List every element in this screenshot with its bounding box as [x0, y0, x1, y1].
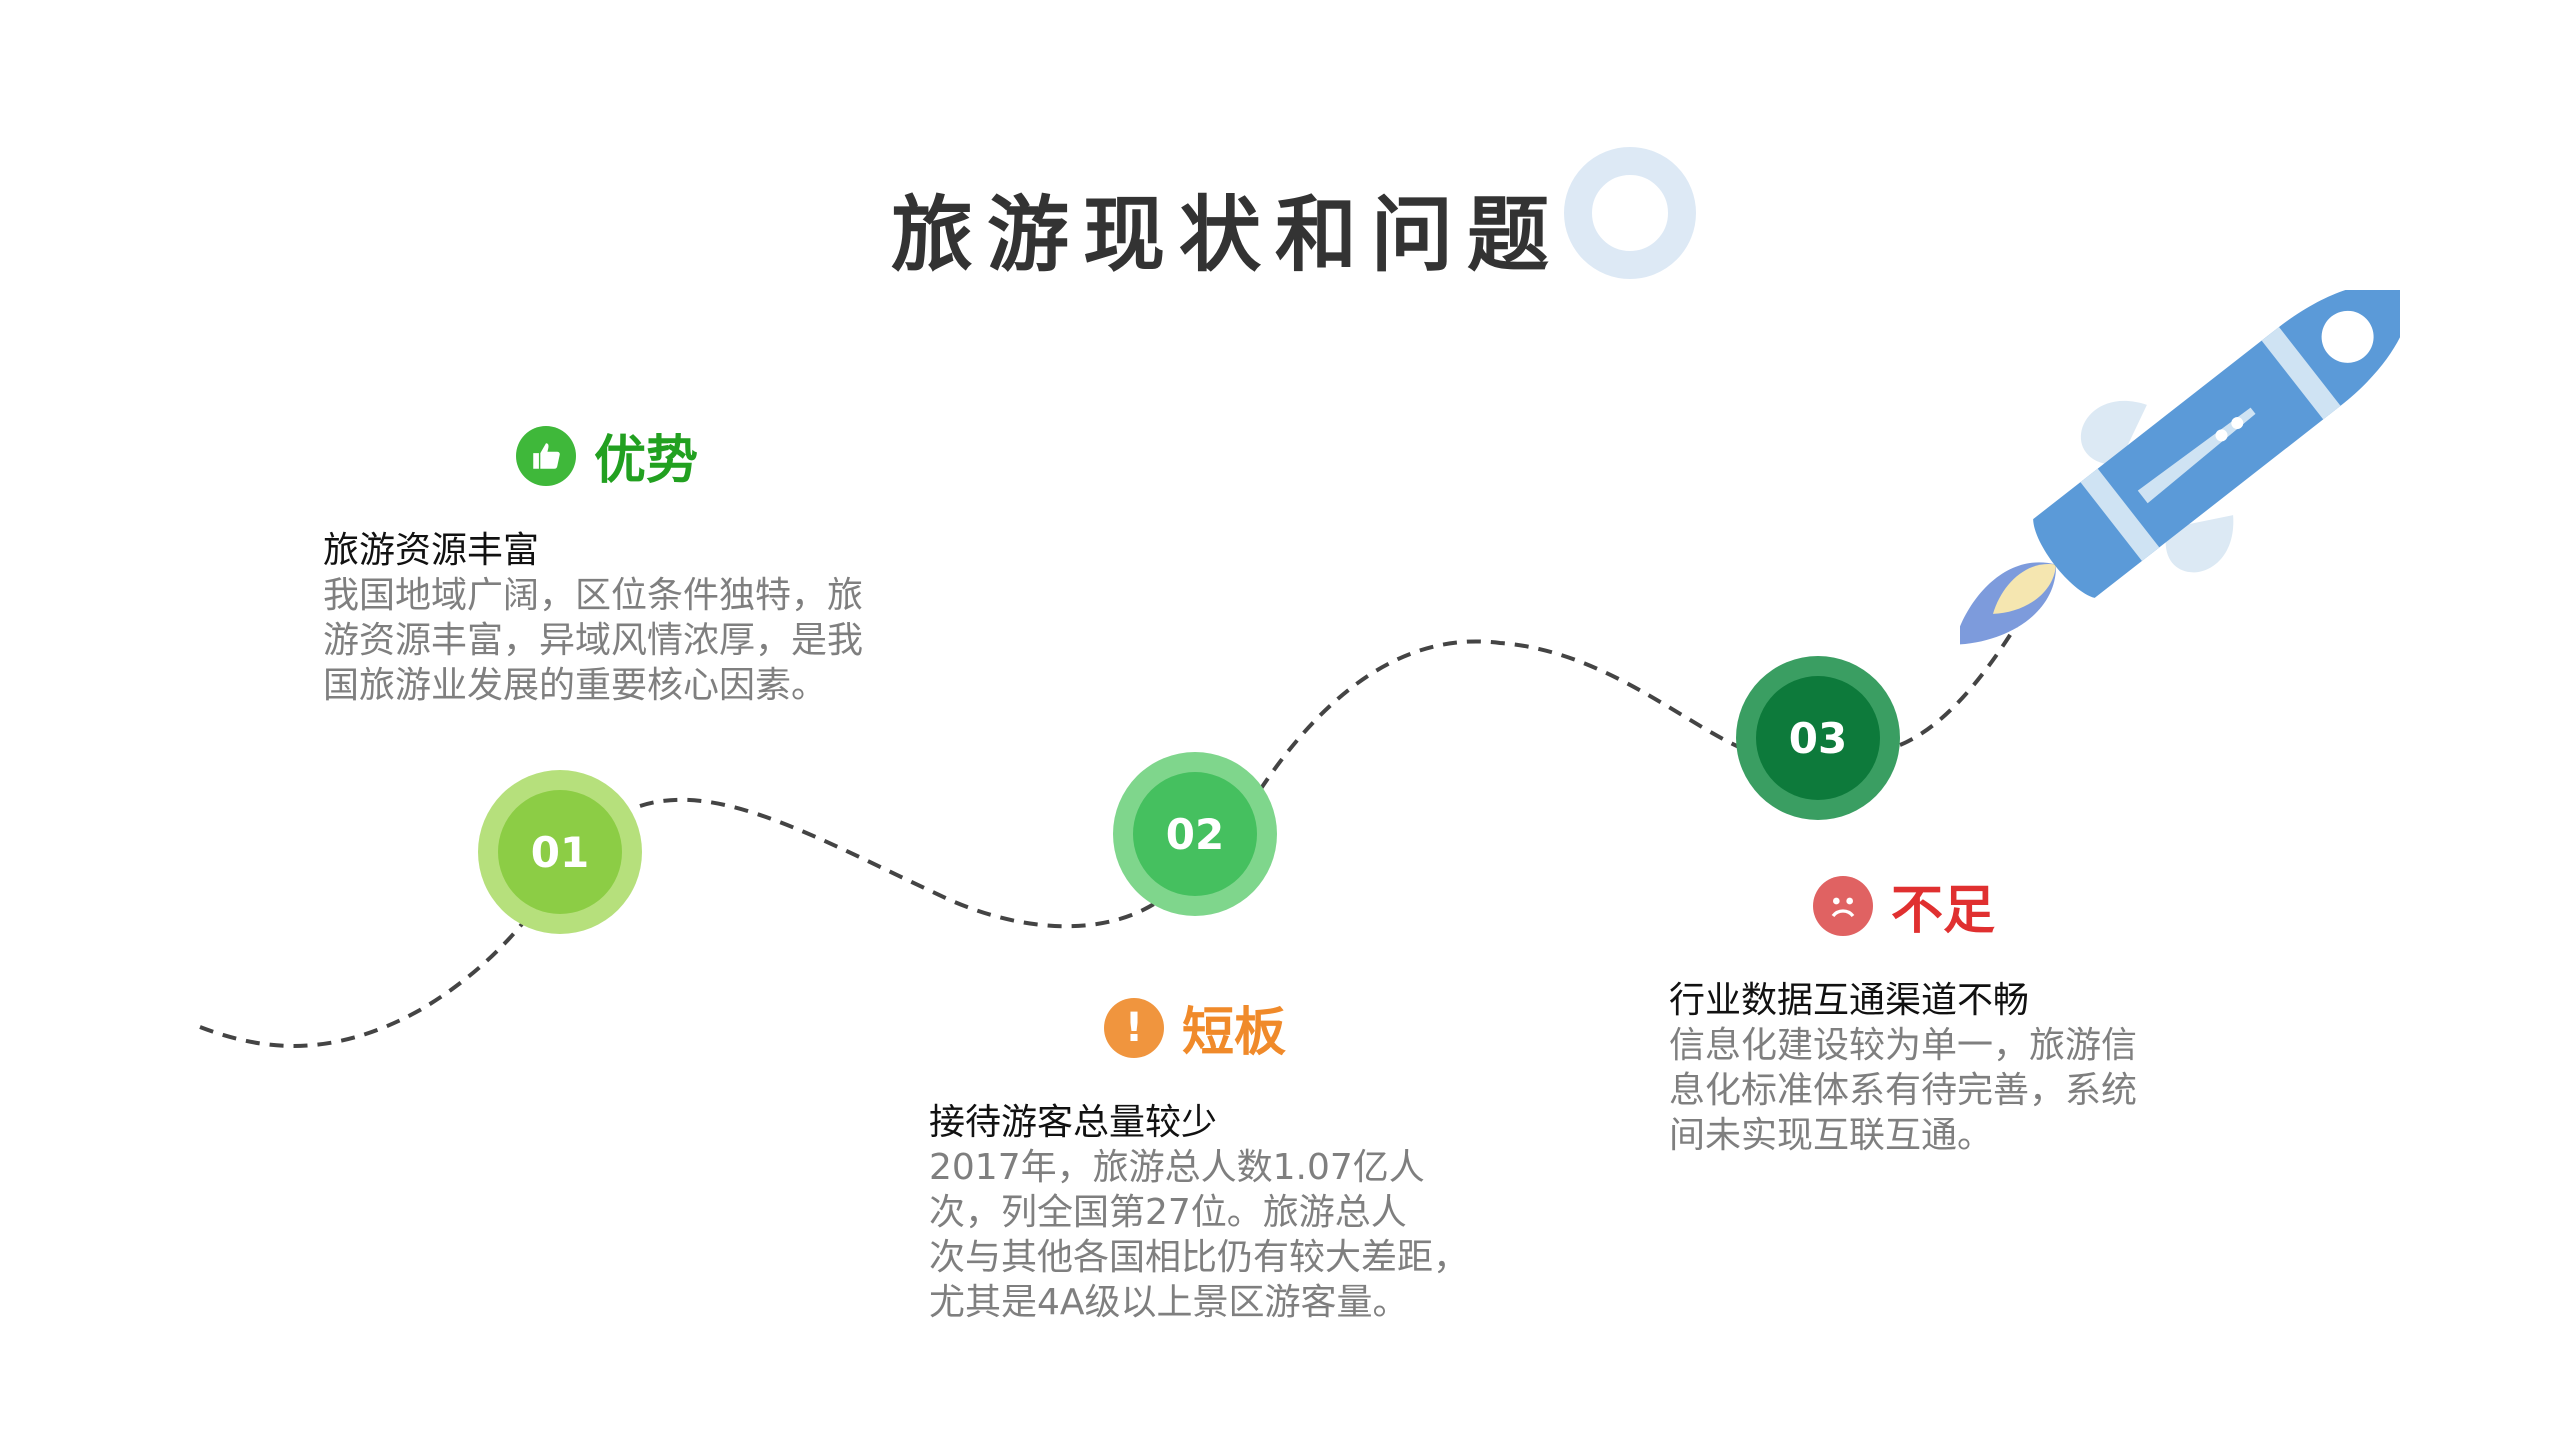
block-line: 间未实现互联互通。	[1669, 1115, 1994, 1156]
heading-label: 优势	[594, 431, 699, 491]
step-node-03: 03	[1736, 656, 1900, 820]
block-line: 我国地域广阔，区位条件独特，旅	[323, 575, 864, 616]
block-title: 行业数据互通渠道不畅	[1669, 980, 2030, 1021]
block-line: 尤其是4A级以上景区游客量。	[929, 1282, 1409, 1323]
deficiency-block: 行业数据互通渠道不畅 信息化建设较为单一，旅游信 息化标准体系有待完善，系统 间…	[1669, 978, 2137, 1158]
weakness-block: 接待游客总量较少 2017年，旅游总人数1.07亿人 次，列全国第27位。旅游总…	[929, 1100, 1469, 1325]
block-line: 次，列全国第27位。旅游总人	[929, 1192, 1407, 1233]
step-node-01: 01	[478, 770, 642, 934]
block-line: 2017年，旅游总人数1.07亿人	[929, 1147, 1425, 1188]
weakness-heading: ! 短板	[1104, 990, 1286, 1065]
block-line: 信息化建设较为单一，旅游信	[1669, 1025, 2138, 1066]
step-number: 02	[1133, 772, 1257, 896]
deficiency-heading: 不足	[1813, 868, 1995, 943]
exclamation-icon: !	[1104, 997, 1164, 1058]
block-line: 次与其他各国相比仍有较大差距，	[929, 1237, 1470, 1278]
heading-label: 不足	[1891, 881, 1996, 941]
step-number: 03	[1756, 676, 1880, 800]
heading-label: 短板	[1182, 1003, 1287, 1063]
block-title: 旅游资源丰富	[323, 530, 540, 571]
step-number: 01	[498, 790, 622, 914]
page-title: 旅游现状和问题	[890, 188, 1563, 283]
block-line: 息化标准体系有待完善，系统	[1669, 1070, 2138, 1111]
advantage-block: 旅游资源丰富 我国地域广阔，区位条件独特，旅 游资源丰富，异域风情浓厚，是我 国…	[323, 528, 863, 708]
block-title: 接待游客总量较少	[929, 1102, 1218, 1143]
rocket-icon	[1960, 290, 2400, 645]
thumbs-up-icon	[516, 425, 576, 486]
sad-face-icon	[1813, 875, 1873, 936]
advantage-heading: 优势	[516, 418, 698, 493]
block-line: 国旅游业发展的重要核心因素。	[323, 665, 828, 706]
decorative-ring-icon	[1564, 147, 1696, 279]
block-line: 游资源丰富，异域风情浓厚，是我	[323, 620, 864, 661]
step-node-02: 02	[1113, 752, 1277, 916]
